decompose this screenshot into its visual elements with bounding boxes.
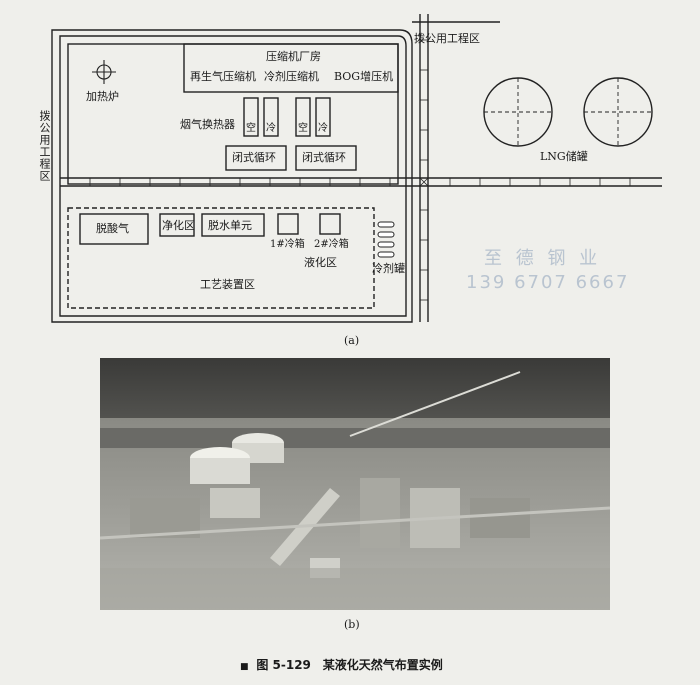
- refrigerant-tank-icons: [377, 221, 395, 258]
- label-coldbox-1: 1#冷箱: [270, 239, 305, 250]
- aerial-photo: [100, 358, 610, 610]
- label-air-2: 空: [298, 123, 308, 134]
- label-flue-gas-exchanger: 烟气换热器: [180, 118, 235, 131]
- label-closed-loop-2: 闭式循环: [302, 151, 346, 164]
- label-heater: 加热炉: [86, 90, 119, 103]
- label-refrigerant-compressor: 冷剂压缩机: [264, 70, 319, 83]
- figure-caption: ■ 图 5-129 某液化天然气布置实例: [240, 656, 443, 673]
- label-b: (b): [344, 618, 360, 631]
- label-utility-area-left: 拨公用工程区: [38, 110, 51, 182]
- label-cool-2: 冷: [318, 123, 328, 134]
- label-lng-tank: LNG储罐: [540, 150, 588, 163]
- label-closed-loop-1: 闭式循环: [232, 151, 276, 164]
- label-coldbox-2: 2#冷箱: [314, 239, 349, 250]
- label-regen-compressor: 再生气压缩机: [190, 70, 256, 83]
- label-cool-1: 冷: [266, 123, 276, 134]
- label-a: (a): [344, 334, 360, 347]
- label-process-area: 工艺装置区: [200, 278, 255, 291]
- heater-icon: [92, 60, 116, 84]
- label-bog-compressor: BOG增压机: [334, 70, 394, 83]
- label-utility-area-top: 拨公用工程区: [414, 32, 480, 45]
- caption-figure-number: 图 5-129: [256, 658, 311, 672]
- caption-marker: ■: [240, 662, 249, 672]
- watermark-phone: 139 6707 6667: [466, 272, 630, 293]
- label-dehydrate: 脱水单元: [208, 219, 252, 232]
- label-refrigerant-tank: 冷剂罐: [372, 262, 405, 275]
- label-purify: 净化区: [162, 219, 195, 232]
- caption-title: 某液化天然气布置实例: [322, 658, 443, 672]
- label-deacid: 脱酸气: [96, 222, 129, 235]
- layout-diagram: [51, 14, 662, 323]
- label-liquefaction-area: 液化区: [304, 256, 337, 269]
- label-air-1: 空: [246, 123, 256, 134]
- watermark-company: 至 德 钢 业: [484, 248, 602, 269]
- label-compressor-house: 压缩机厂房: [266, 50, 321, 63]
